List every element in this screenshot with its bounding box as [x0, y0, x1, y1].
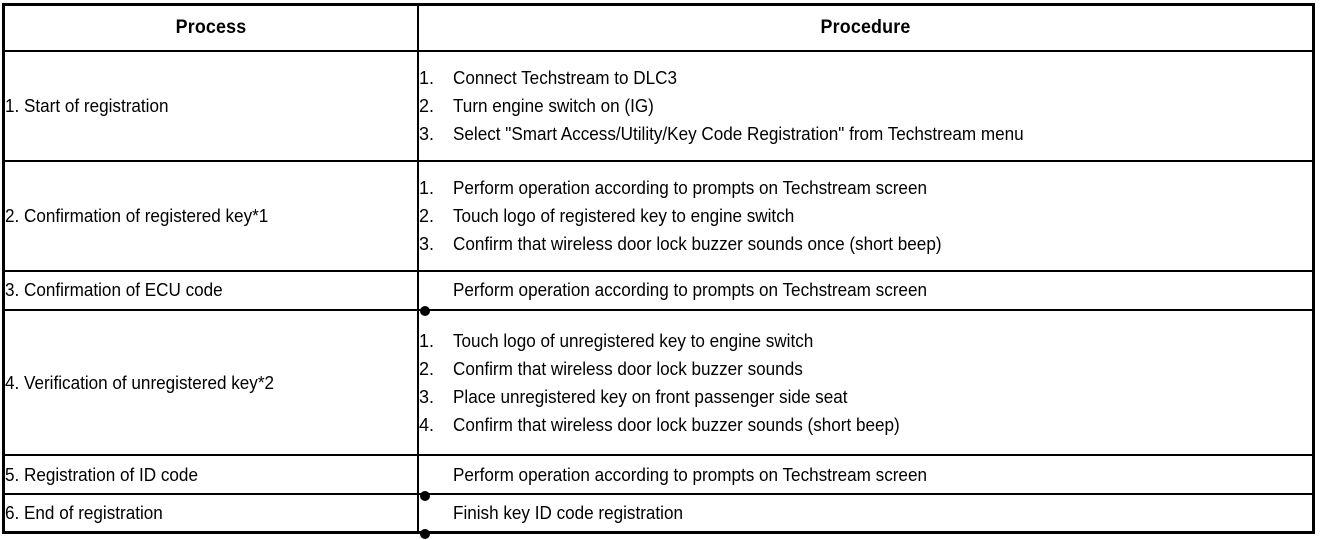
procedure-cell: Finish key ID code registration	[418, 493, 1312, 539]
procedure-step: 2. Touch logo of registered key to engine…	[419, 202, 1312, 230]
procedure-step: Finish key ID code registration	[419, 499, 1312, 539]
step-text: Perform operation according to prompts o…	[453, 178, 927, 199]
procedure-step: Perform operation according to prompts o…	[419, 461, 1312, 501]
procedure-step: 1. Connect Techstream to DLC3	[419, 64, 1312, 92]
column-header-procedure: Procedure	[418, 6, 1312, 52]
procedure-cell: 1. Connect Techstream to DLC3 2. Turn engin…	[418, 51, 1312, 163]
procedure-bullet-list: Perform operation according to prompts o…	[419, 461, 1312, 501]
procedure-step-list: 1. Touch logo of unregistered key to engi…	[419, 327, 1312, 439]
step-number: 2.	[419, 206, 435, 227]
step-text: Perform operation according to prompts o…	[453, 280, 927, 301]
column-header-procedure-label: Procedure	[820, 17, 911, 38]
step-number: 1.	[419, 178, 435, 199]
step-number: 4.	[419, 414, 435, 435]
process-cell: 4. Verification of unregistered key*2	[5, 309, 419, 457]
process-label: 2. Confirmation of registered key*1	[5, 206, 269, 227]
process-cell: 1. Start of registration	[5, 51, 419, 163]
process-label: 6. End of registration	[5, 502, 163, 523]
process-cell: 5. Registration of ID code	[5, 455, 419, 495]
process-cell: 2. Confirmation of registered key*1	[5, 161, 419, 273]
column-header-process: Process	[5, 6, 419, 52]
step-text: Confirm that wireless door lock buzzer s…	[453, 414, 900, 435]
step-text: Place unregistered key on front passenge…	[453, 386, 848, 407]
process-label: 1. Start of registration	[5, 96, 169, 117]
registration-procedure-table: Process Procedure 1. Start of registrati…	[5, 6, 1312, 539]
procedure-step: 1. Perform operation according to prompts…	[419, 174, 1312, 202]
table-header-row: Process Procedure	[5, 6, 1312, 52]
table-row: 1. Start of registration 1. Connect Techst…	[5, 51, 1312, 163]
step-text: Touch logo of registered key to engine s…	[453, 206, 795, 227]
table-header: Process Procedure	[5, 6, 1312, 52]
procedure-bullet-list: Perform operation according to prompts o…	[419, 276, 1312, 317]
step-number: 1.	[419, 68, 435, 89]
procedure-step: 3. Confirm that wireless door lock buzzer…	[419, 230, 1312, 258]
step-number: 2.	[419, 358, 435, 379]
process-label: 3. Confirmation of ECU code	[5, 280, 223, 301]
step-number: 3.	[419, 234, 435, 255]
step-text: Select "Smart Access/Utility/Key Code Re…	[453, 124, 1024, 145]
procedure-step: 3. Place unregistered key on front passen…	[419, 383, 1312, 411]
step-text: Turn engine switch on (IG)	[453, 96, 654, 117]
process-label: 4. Verification of unregistered key*2	[5, 372, 275, 393]
step-text: Confirm that wireless door lock buzzer s…	[453, 234, 942, 255]
procedure-step: 2. Confirm that wireless door lock buzzer…	[419, 355, 1312, 383]
procedure-step: 4. Confirm that wireless door lock buzzer…	[419, 411, 1312, 439]
step-number: 1.	[419, 330, 435, 351]
procedure-step-list: 1. Perform operation according to prompts…	[419, 174, 1312, 258]
step-number: 3.	[419, 124, 435, 145]
procedure-step: 3. Select "Smart Access/Utility/Key Code …	[419, 120, 1312, 148]
column-header-process-label: Process	[175, 17, 247, 38]
table-row: 6. End of registration Finish key ID code…	[5, 493, 1312, 539]
procedure-step-list: 1. Connect Techstream to DLC3 2. Turn engin…	[419, 64, 1312, 148]
step-text: Connect Techstream to DLC3	[453, 68, 678, 89]
process-cell: 6. End of registration	[5, 493, 419, 531]
step-text: Confirm that wireless door lock buzzer s…	[453, 358, 803, 379]
process-cell: 3. Confirmation of ECU code	[5, 271, 419, 311]
table-body: 1. Start of registration 1. Connect Techst…	[5, 51, 1312, 539]
process-label: 5. Registration of ID code	[5, 464, 198, 485]
table-row: 4. Verification of unregistered key*2 1. T…	[5, 309, 1312, 457]
step-text: Finish key ID code registration	[453, 502, 684, 523]
procedure-cell: 1. Perform operation according to prompts…	[418, 161, 1312, 273]
procedure-cell: 1. Touch logo of unregistered key to engi…	[418, 309, 1312, 457]
procedure-cell: Perform operation according to prompts o…	[418, 271, 1312, 317]
table-row: 5. Registration of ID code Perform operat…	[5, 455, 1312, 501]
table-row: 2. Confirmation of registered key*1 1. Per…	[5, 161, 1312, 273]
procedure-table-container: Process Procedure 1. Start of registrati…	[2, 3, 1315, 539]
step-number: 2.	[419, 96, 435, 117]
procedure-step: 2. Turn engine switch on (IG)	[419, 92, 1312, 120]
procedure-step: Perform operation according to prompts o…	[419, 276, 1312, 317]
procedure-cell: Perform operation according to prompts o…	[418, 455, 1312, 501]
procedure-step: 1. Touch logo of unregistered key to engi…	[419, 327, 1312, 355]
step-text: Touch logo of unregistered key to engine…	[453, 330, 814, 351]
step-number: 3.	[419, 386, 435, 407]
procedure-bullet-list: Finish key ID code registration	[419, 499, 1312, 539]
table-row: 3. Confirmation of ECU code Perform opera…	[5, 271, 1312, 317]
step-text: Perform operation according to prompts o…	[453, 464, 927, 485]
